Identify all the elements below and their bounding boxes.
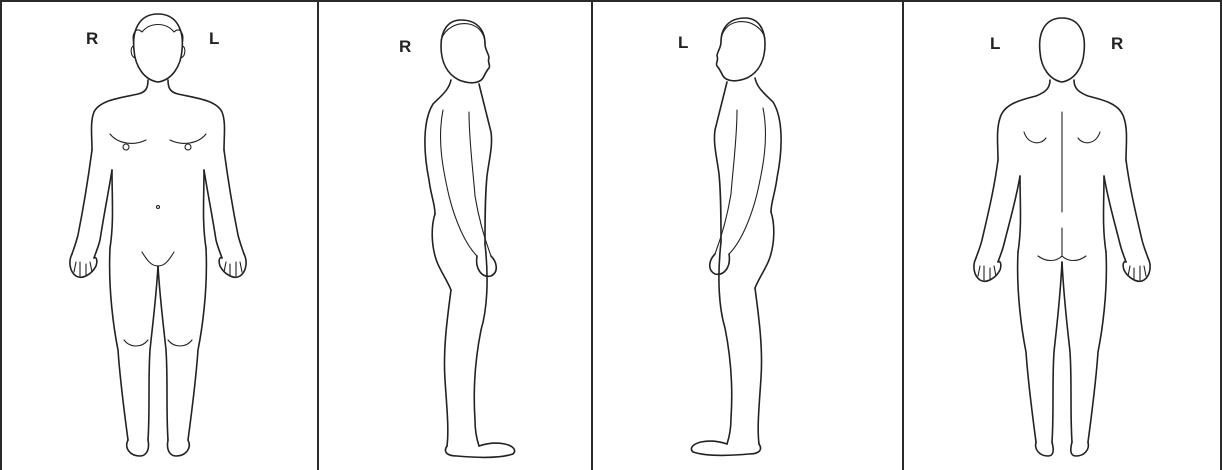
right-side-view-panel: R (319, 0, 591, 470)
front-view-panel: R L (0, 0, 317, 470)
right-side-body-figure (319, 0, 591, 470)
back-view-panel: L R (904, 0, 1222, 470)
back-body-figure (904, 0, 1222, 470)
left-side-body-figure (593, 0, 902, 470)
front-body-figure (0, 0, 317, 470)
left-side-view-panel: L (593, 0, 902, 470)
